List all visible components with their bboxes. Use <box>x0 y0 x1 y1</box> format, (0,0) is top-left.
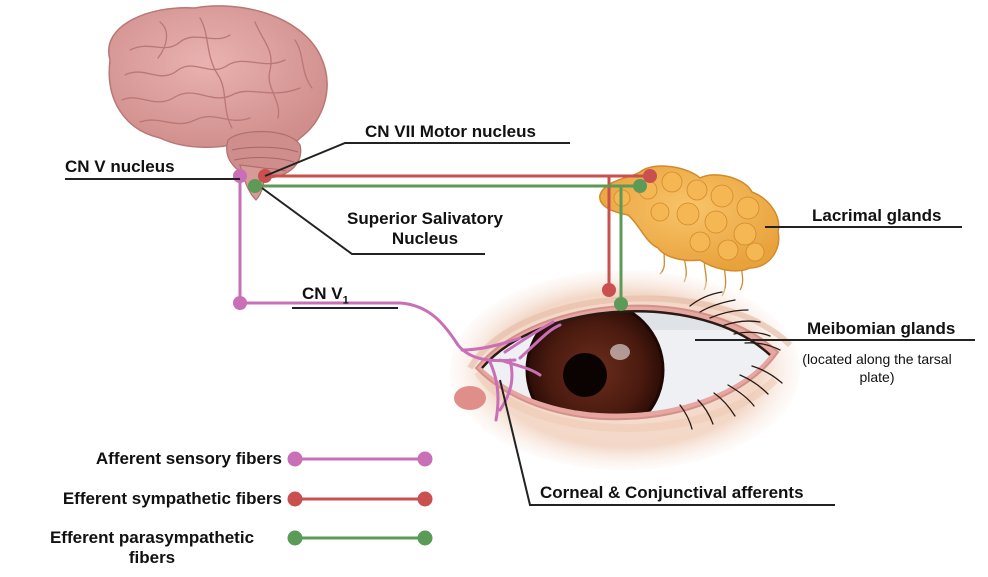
superior-salivatory-nucleus-label: Superior Salivatory Nucleus <box>335 209 515 249</box>
cn5-nucleus-label: CN V nucleus <box>65 157 175 177</box>
legend-sympathetic-dot-right <box>418 492 433 507</box>
afferent-junction-dot <box>233 296 247 310</box>
legend-parasympathetic-line1: Efferent parasympathetic <box>22 528 282 548</box>
parasympathetic-gland-dot <box>633 179 647 193</box>
ssn-line1: Superior Salivatory <box>335 209 515 229</box>
meibomian-note-line2: plate) <box>772 368 982 386</box>
legend-afferent-label: Afferent sensory fibers <box>20 449 282 469</box>
legend-sympathetic-dot-left <box>288 492 303 507</box>
sympathetic-meibomian-dot <box>602 283 616 297</box>
legend-parasympathetic-line2: fibers <box>22 548 282 568</box>
legend-swatches <box>288 452 433 546</box>
cn7-motor-nucleus-label: CN VII Motor nucleus <box>365 122 536 142</box>
ssn-dot <box>248 179 262 193</box>
legend-afferent-dot-left <box>288 452 303 467</box>
sympathetic-gland-dot <box>643 169 657 183</box>
cn-v1-main: CN V <box>302 284 343 303</box>
cn-v1-label: CN V1 <box>302 284 349 310</box>
legend-sympathetic-label: Efferent sympathetic fibers <box>2 489 282 509</box>
ssn-line2: Nucleus <box>335 229 515 249</box>
parasympathetic-meibomian-dot <box>614 297 628 311</box>
legend-afferent-dot-right <box>418 452 433 467</box>
lacrimal-glands-label: Lacrimal glands <box>812 206 941 226</box>
meibomian-glands-label: Meibomian glands <box>807 319 955 339</box>
legend-parasympathetic-dot-right <box>418 531 433 546</box>
legend-parasympathetic-label: Efferent parasympathetic fibers <box>22 528 282 568</box>
corneal-conjunctival-label: Corneal & Conjunctival afferents <box>540 483 804 503</box>
meibomian-note: (located along the tarsal plate) <box>772 350 982 386</box>
cn-v1-subscript: 1 <box>343 294 349 306</box>
meibomian-note-line1: (located along the tarsal <box>772 350 982 368</box>
cn5-nucleus-dot <box>233 169 247 183</box>
legend-parasympathetic-dot-left <box>288 531 303 546</box>
